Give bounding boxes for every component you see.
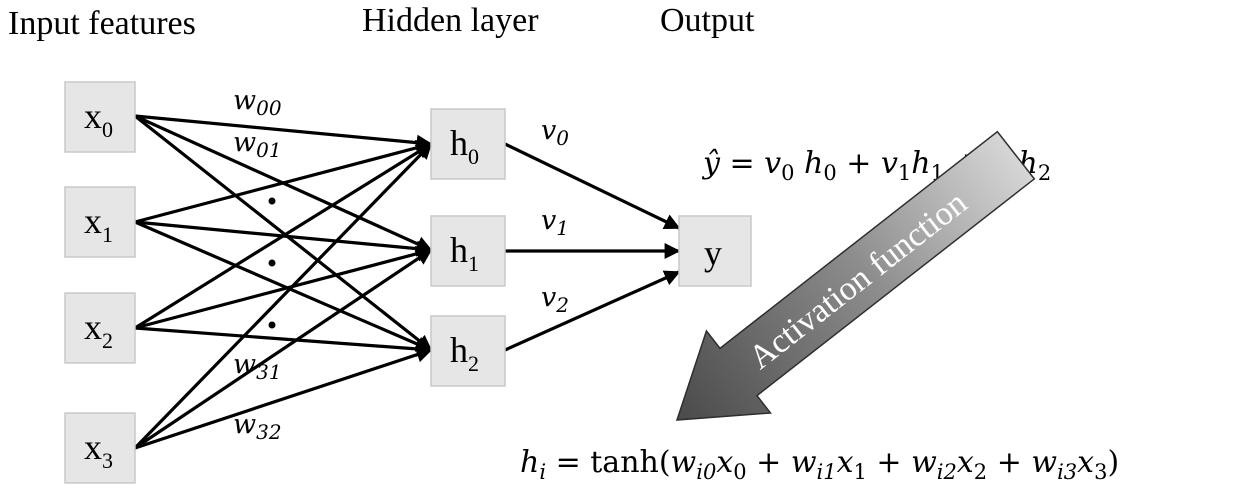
node-label: x1	[84, 201, 113, 247]
weight-label-w01: w01	[233, 127, 282, 162]
node-label: h0	[450, 123, 479, 169]
edge-x0-h0	[134, 114, 433, 151]
output-header: Output	[660, 2, 755, 39]
node-label: h1	[450, 230, 479, 276]
ellipsis-dot	[268, 321, 276, 329]
node-box	[430, 108, 506, 180]
input-node-x1: x1	[64, 186, 136, 258]
hidden-node-h0: h0	[430, 108, 506, 180]
node-label: x2	[84, 307, 113, 353]
output-node-y: y	[678, 215, 752, 287]
edge-x3-h0	[133, 142, 433, 450]
edge-x1-h2	[134, 220, 433, 352]
activation-label: Activation function	[742, 184, 974, 377]
edge-x3-h2	[134, 346, 433, 450]
ellipsis-dot	[268, 259, 276, 267]
node-box	[678, 215, 752, 287]
arrow-left-icon	[675, 130, 1036, 421]
weight-label-v0: v0	[541, 115, 569, 150]
node-box	[430, 215, 506, 287]
hidden-layer-header: Hidden layer	[362, 2, 539, 39]
node-label: y	[704, 233, 722, 273]
node-box	[64, 292, 136, 364]
node-box	[430, 315, 506, 387]
edge-h0-y	[504, 142, 681, 230]
node-box	[64, 412, 136, 484]
hidden-equation: hi = tanh(wi0x0 + wi1x1 + wi2x2 + wi3x3)	[520, 445, 1119, 484]
edge-x2-h1	[134, 245, 433, 330]
node-box	[64, 186, 136, 258]
weight-label-v2: v2	[541, 282, 569, 317]
input-node-x3: x3	[64, 412, 136, 484]
edge-x1-h0	[134, 139, 433, 224]
input-features-header: Input features	[8, 5, 196, 42]
hidden-node-h1: h1	[430, 215, 506, 287]
weight-label-v1: v1	[541, 205, 569, 240]
weight-label-w31: w31	[233, 349, 282, 384]
ellipsis-dots	[268, 197, 276, 329]
input-node-x0: x0	[64, 81, 136, 153]
ellipsis-dot	[268, 197, 276, 205]
edge-x0-h2	[134, 114, 433, 352]
node-label: x0	[84, 96, 113, 142]
weight-label-w32: w32	[233, 409, 282, 444]
input-node-x2: x2	[64, 292, 136, 364]
node-box	[64, 81, 136, 153]
edge-x3-h1	[134, 248, 433, 450]
edge-x2-h2	[134, 326, 433, 357]
edge-x2-h0	[134, 142, 433, 330]
hidden-node-h2: h2	[430, 315, 506, 387]
edge-h2-y	[504, 270, 681, 352]
node-label: h2	[450, 330, 479, 376]
hidden-output-edges	[504, 142, 681, 352]
node-label: x3	[84, 427, 113, 473]
input-hidden-edges	[133, 114, 433, 450]
weight-label-w00: w00	[233, 85, 282, 120]
